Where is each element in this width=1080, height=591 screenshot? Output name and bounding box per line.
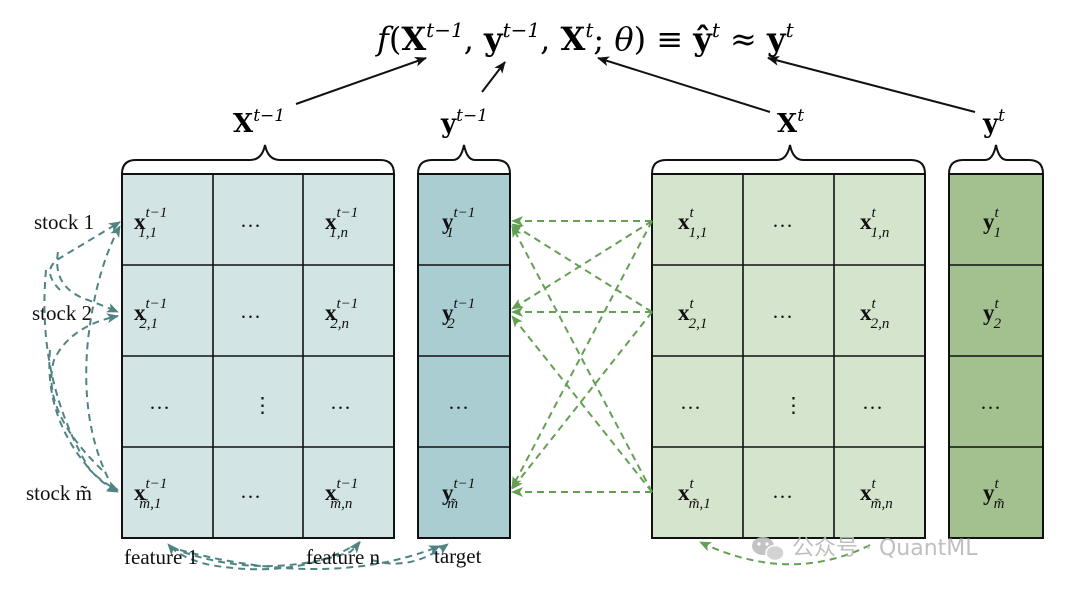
group-label-y-cur: yt xyxy=(982,106,1005,139)
dashed-arrow-xc2-to-ypm xyxy=(511,311,653,490)
cell-xprev-3-1-ellipsis: … xyxy=(149,390,170,414)
dashed-arrow-xcm-to-yp2 xyxy=(511,315,653,493)
cell-xprev-m-ellipsis: … xyxy=(240,479,261,503)
bottom-label-feature-1: feature 1 xyxy=(124,545,198,569)
formula-yhat: ŷ xyxy=(692,20,713,58)
dashed-arrow-s2-to-s1 xyxy=(49,221,121,291)
dashed-arrow-bottom-xcur xyxy=(699,541,871,566)
dashed-arrow-xc2-to-yp1 xyxy=(511,223,653,313)
row-label-stock-2: stock 2 xyxy=(32,301,92,325)
formula-y-prev-sup: t−1 xyxy=(503,18,541,42)
brace-x-prev xyxy=(121,144,395,175)
row-label-stock-m: stock m̃ xyxy=(26,481,92,505)
group-label-y-prev: yt−1 xyxy=(440,106,488,139)
cell-xcur-3-vdots: ⋮ xyxy=(783,393,804,417)
bottom-label-target: target xyxy=(434,544,482,568)
arrow-xprev-to-formula xyxy=(295,56,427,105)
brace-x-cur xyxy=(651,144,926,175)
cell-xcur-3-1-ellipsis: … xyxy=(680,390,701,414)
cell-xprev-1-ellipsis: … xyxy=(240,208,261,232)
formula-y-cur-sup: t xyxy=(786,18,795,42)
formula: f(Xt−1, yt−1, Xt; θ) ≡ ŷt ≈ yt xyxy=(375,18,795,58)
column-y-cur xyxy=(948,173,1044,539)
watermark: 公众号 · QuantML xyxy=(752,536,978,562)
formula-approx: ≈ xyxy=(730,20,757,58)
dashed-arrow-xc1-to-ypm xyxy=(511,220,653,489)
formula-yhat-sup: t xyxy=(712,18,721,42)
cell-xprev-3-n-ellipsis: … xyxy=(330,390,351,414)
cell-xprev-2-ellipsis: … xyxy=(240,299,261,323)
cell-xcur-3-n-ellipsis: … xyxy=(862,390,883,414)
brace-y-prev xyxy=(417,144,511,175)
formula-y-cur: y xyxy=(766,20,787,58)
matrix-x-prev xyxy=(121,173,395,539)
group-label-x-cur: Xt xyxy=(777,106,804,139)
group-label-x-prev: Xt−1 xyxy=(233,106,285,139)
cell-xprev-3-vdots: ⋮ xyxy=(252,393,273,417)
arrow-yprev-to-formula xyxy=(481,61,506,93)
bottom-label-feature-n: feature n xyxy=(306,545,381,569)
dashed-arrow-xcm-to-yp1 xyxy=(511,225,653,493)
formula-equiv: ≡ xyxy=(656,20,683,58)
dashed-arrow-xc1-to-yp2 xyxy=(511,220,653,310)
brace-y-cur xyxy=(948,144,1044,175)
cell-xcur-1-ellipsis: … xyxy=(772,208,793,232)
dashed-arrow-feature1-to-target xyxy=(179,545,441,571)
dashed-arrow-sm-to-s2 xyxy=(50,313,119,471)
formula-x-prev: X xyxy=(401,20,426,58)
formula-x-prev-sup: t−1 xyxy=(426,18,464,42)
cell-xcur-2-ellipsis: … xyxy=(772,299,793,323)
dashed-arrow-sm-to-s1 xyxy=(85,225,121,479)
cell-ycur-3-ellipsis: … xyxy=(980,390,1001,414)
formula-x-cur-sup: t xyxy=(585,18,594,42)
row-label-stock-1: stock 1 xyxy=(34,210,94,234)
dashed-arrow-featuren-to-target xyxy=(371,543,449,565)
cell-yprev-3-ellipsis: … xyxy=(448,390,469,414)
arrow-xcur-to-formula xyxy=(597,56,771,113)
dashed-arrow-s1-to-s2 xyxy=(56,251,119,313)
watermark-text: 公众号 · QuantML xyxy=(792,536,978,561)
dashed-arrow-featuren-to-feature1 xyxy=(167,541,361,571)
cell-xcur-m-ellipsis: … xyxy=(772,479,793,503)
matrix-x-cur xyxy=(651,173,926,539)
dashed-arrow-s2-to-sm xyxy=(48,349,119,493)
formula-y-prev: y xyxy=(483,20,504,58)
formula-theta: θ xyxy=(614,20,633,58)
wechat-icon xyxy=(752,537,785,562)
arrow-ycur-to-formula xyxy=(767,55,976,113)
formula-x-cur: X xyxy=(561,20,586,58)
column-y-prev xyxy=(417,173,511,539)
